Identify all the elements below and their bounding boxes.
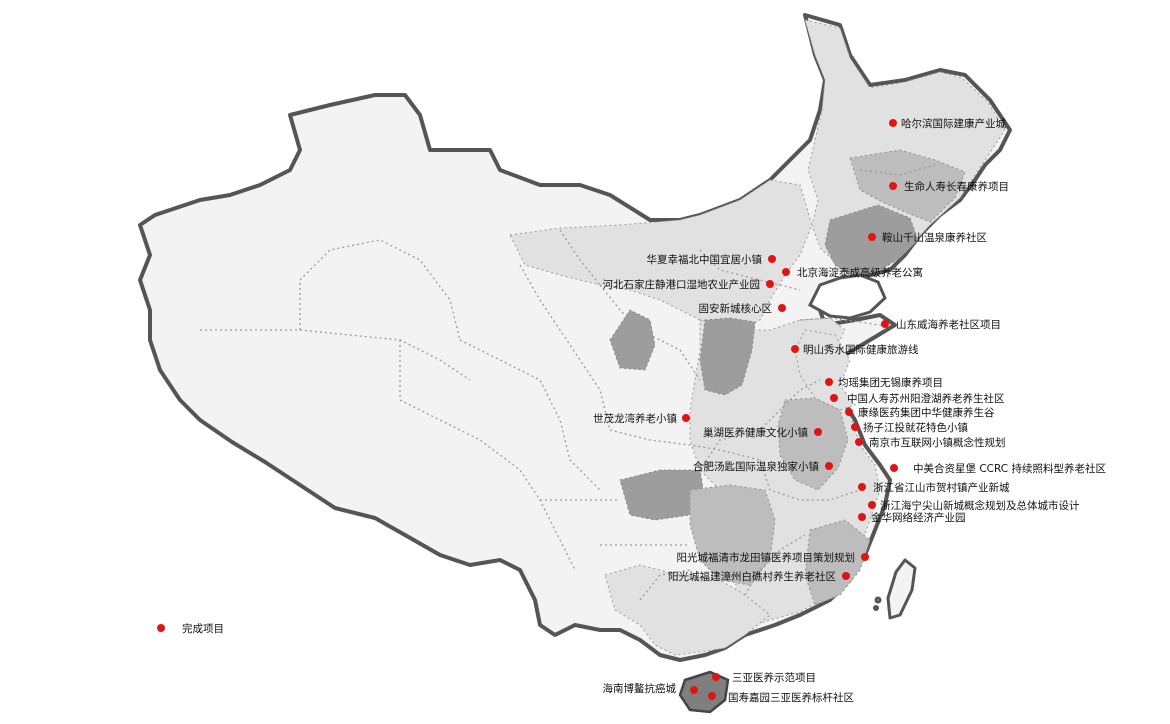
- region-jiangsu: [794, 329, 856, 411]
- project-label: 海南博鳌抗癌城: [603, 682, 677, 695]
- region-jilin: [849, 149, 966, 223]
- region-south: [604, 564, 771, 656]
- project-marker[interactable]: [842, 572, 850, 580]
- project-marker[interactable]: [825, 378, 833, 386]
- bohai-sea: [808, 273, 887, 320]
- project-label: 扬子江投就花特色小镇: [863, 421, 968, 434]
- project-label: 康缘医药集团中华健康养生谷: [858, 406, 995, 419]
- region-hunan: [689, 484, 776, 586]
- project-marker[interactable]: [889, 182, 897, 190]
- project-marker[interactable]: [890, 464, 898, 472]
- project-marker[interactable]: [778, 304, 786, 312]
- project-marker[interactable]: [825, 462, 833, 470]
- project-label: 中国人寿苏州阳澄湖养老养生社区: [847, 392, 1005, 405]
- project-marker[interactable]: [712, 673, 720, 681]
- project-label: 北京海淀泰成高级养老公寓: [797, 266, 923, 279]
- project-label: 阳光城福建漳州白礁村养生养老社区: [668, 570, 836, 583]
- project-label: 合肥汤匙国际温泉独家小镇: [693, 460, 819, 473]
- islet: [874, 596, 882, 604]
- project-marker[interactable]: [766, 280, 774, 288]
- region-liaoning: [824, 204, 919, 279]
- project-label: 明山秀水国际健康旅游线: [803, 343, 919, 356]
- project-label: 河北石家庄静港口湿地农业产业园: [603, 278, 761, 291]
- project-marker[interactable]: [851, 423, 859, 431]
- project-label: 鞍山千山温泉康养社区: [882, 231, 987, 244]
- project-markers: 哈尔滨国际建康产业城 生命人寿长春康养项目 鞍山千山温泉康养社区 华夏幸福北中国…: [593, 117, 1106, 704]
- project-label: 金华网络经济产业园: [871, 511, 966, 524]
- project-marker[interactable]: [845, 408, 853, 416]
- region-fujian: [804, 519, 871, 606]
- project-label: 世茂龙湾养老小镇: [593, 412, 677, 425]
- islet: [873, 605, 879, 611]
- project-marker[interactable]: [868, 501, 876, 509]
- region-shanxi: [699, 317, 756, 396]
- project-label: 浙江省江山市贺村镇产业新城: [873, 481, 1010, 494]
- region-shaanxi: [609, 309, 656, 371]
- project-marker[interactable]: [830, 394, 838, 402]
- project-label: 山东威海养老社区项目: [896, 318, 1001, 331]
- project-label: 均瑶集团无锡康养项目: [838, 376, 943, 389]
- project-label: 哈尔滨国际建康产业城: [901, 117, 1006, 130]
- taiwan-island: [886, 558, 917, 620]
- project-marker[interactable]: [782, 268, 790, 276]
- legend: 完成项目: [157, 622, 224, 635]
- project-marker[interactable]: [768, 255, 776, 263]
- project-marker[interactable]: [858, 483, 866, 491]
- project-marker[interactable]: [682, 414, 690, 422]
- project-marker[interactable]: [861, 553, 869, 561]
- legend-marker: [157, 624, 165, 632]
- project-marker[interactable]: [858, 513, 866, 521]
- region-hubei: [619, 469, 706, 521]
- project-label: 三亚医养示范项目: [732, 671, 816, 684]
- project-label: 国寿嘉园三亚医养标杆社区: [728, 691, 854, 704]
- project-label: 南京市互联网小镇概念性规划: [869, 436, 1006, 449]
- project-label: 巢湖医养健康文化小镇: [703, 426, 808, 439]
- project-label: 华夏幸福北中国宜居小镇: [647, 253, 763, 266]
- project-marker[interactable]: [814, 428, 822, 436]
- project-label: 浙江海宁尖山新城概念规划及总体城市设计: [880, 499, 1080, 512]
- project-marker[interactable]: [889, 119, 897, 127]
- project-label: 生命人寿长春康养项目: [904, 180, 1009, 193]
- project-marker[interactable]: [791, 345, 799, 353]
- hainan-island: [678, 670, 730, 714]
- project-marker[interactable]: [708, 692, 716, 700]
- shandong-outline: [799, 317, 886, 327]
- project-label: 中美合资星堡 CCRC 持续照料型养老社区: [913, 462, 1106, 475]
- project-marker[interactable]: [690, 686, 698, 694]
- project-label: 阳光城福清市龙田镇医养项目策划规划: [677, 551, 856, 564]
- region-north: [509, 179, 813, 331]
- province-borders: [200, 164, 936, 601]
- project-marker[interactable]: [881, 320, 889, 328]
- project-marker[interactable]: [855, 438, 863, 446]
- project-label: 固安新城核心区: [699, 302, 773, 315]
- project-marker[interactable]: [868, 233, 876, 241]
- legend-label: 完成项目: [182, 622, 224, 635]
